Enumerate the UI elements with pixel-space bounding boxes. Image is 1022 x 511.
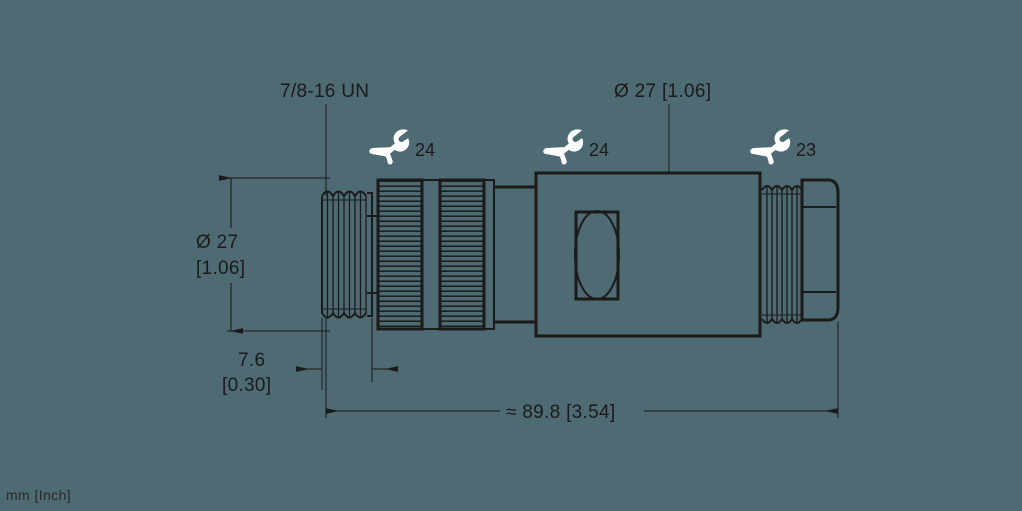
units-note: mm [Inch] bbox=[6, 487, 71, 503]
thread-length-label-line2: [0.30] bbox=[222, 375, 271, 396]
knurl-pattern-2 bbox=[440, 180, 484, 329]
top-diameter-label: Ø 27 [1.06] bbox=[614, 81, 711, 102]
hex-nut-outline bbox=[800, 178, 840, 322]
knurled-ring-1 bbox=[376, 178, 424, 331]
thread-section-right bbox=[761, 185, 803, 324]
wrench-callout-left: 24 bbox=[369, 129, 435, 165]
left-diameter-label-line1: Ø 27 bbox=[196, 232, 238, 253]
thread-length-label-line1: 7.6 bbox=[238, 350, 265, 371]
wrench-icon bbox=[543, 129, 584, 165]
flat-rect bbox=[574, 210, 620, 301]
thread-spec-label: 7/8-16 UN bbox=[280, 81, 369, 102]
wrench-callout-middle: 24 bbox=[543, 129, 609, 165]
neck-section bbox=[493, 185, 536, 324]
thread-collar bbox=[367, 192, 378, 317]
overall-length-dimension: ≈ 89.8 [3.54] bbox=[325, 318, 839, 423]
thread-section-left bbox=[321, 190, 367, 319]
overall-length-label: ≈ 89.8 [3.54] bbox=[506, 402, 615, 423]
wrench-size-label-right: 23 bbox=[796, 140, 816, 160]
connector-geometry bbox=[321, 171, 840, 338]
knurl-pattern-1 bbox=[378, 180, 422, 329]
knurled-ring-2 bbox=[438, 178, 486, 331]
body-flat-marking bbox=[574, 210, 620, 301]
wrench-icon bbox=[750, 129, 791, 165]
wrench-size-label-middle: 24 bbox=[589, 140, 609, 160]
diameter-dimension-left: Ø 27 [1.06] bbox=[196, 175, 330, 334]
wrench-icon bbox=[369, 129, 410, 165]
left-diameter-label-line2: [1.06] bbox=[196, 258, 245, 279]
wrench-callout-right: 23 bbox=[750, 129, 816, 165]
ring-gap-1 bbox=[422, 179, 440, 330]
thread-length-dimension: 7.6 [0.30] bbox=[222, 318, 398, 396]
callout-leaders bbox=[325, 104, 670, 196]
hex-nut-right bbox=[800, 178, 840, 322]
knurl-outline-1 bbox=[376, 178, 424, 331]
wrench-size-label-left: 24 bbox=[415, 140, 435, 160]
main-body-outline bbox=[534, 171, 762, 338]
main-body bbox=[534, 171, 762, 338]
